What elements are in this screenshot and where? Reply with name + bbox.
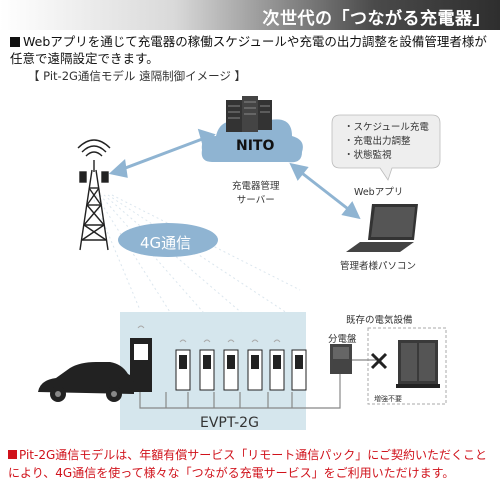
webapp-label: Webアプリ (354, 187, 404, 198)
footnote: Pit-2G通信モデルは、年額有償サービス「リモート通信パック」にご契約いただく… (8, 446, 496, 482)
intro-paragraph: Webアプリを通じて充電器の稼働スケジュールや充電の出力調整を設備管理者様が任意… (10, 34, 487, 66)
server-label: 充電器管理 サーバー (232, 178, 280, 206)
charger-unit (199, 339, 215, 391)
function-bubble (331, 114, 441, 181)
charger-unit (269, 339, 285, 391)
not-needed-label: 増強不要 (374, 395, 402, 403)
function-list: ・スケジュール充電 ・充電出力調整 ・状態監視 (344, 121, 429, 163)
signal-beams (91, 194, 301, 321)
function-item: ・状態監視 (344, 150, 392, 161)
intro-text: Webアプリを通じて充電器の稼働スケジュールや充電の出力調整を設備管理者様が任意… (10, 33, 492, 67)
server-logo: NITO (236, 138, 275, 154)
server-label-line2: サーバー (236, 195, 275, 206)
charger-unit (291, 349, 307, 391)
existing-equipment-box (367, 327, 447, 405)
charger-main (130, 325, 152, 392)
panel-label: 分電盤 (328, 334, 357, 345)
charger-unit (247, 339, 263, 391)
charger-unit (175, 339, 191, 391)
tower-server-arrow (108, 128, 216, 178)
cell-tower-icon (77, 139, 111, 251)
pc-label: 管理者様パソコン (340, 261, 417, 272)
square-bullet-icon (10, 37, 20, 47)
car-icon (38, 362, 134, 402)
footnote-text: Pit-2G通信モデルは、年額有償サービス「リモート通信パック」にご契約いただく… (8, 448, 488, 480)
charger-group-label: EVPT-2G (200, 415, 259, 431)
cross-icon (370, 352, 388, 370)
function-item: ・スケジュール充電 (344, 122, 429, 133)
existing-equipment-label: 既存の電気設備 (346, 315, 413, 326)
cubicle-equipment-icon (396, 340, 440, 388)
server-label-line1: 充電器管理 (232, 181, 280, 192)
red-square-bullet-icon (8, 450, 17, 459)
laptop-icon (346, 204, 418, 252)
network-cloud (118, 223, 218, 257)
charger-unit (223, 339, 239, 391)
server-pc-arrow (289, 162, 361, 220)
function-item: ・充電出力調整 (344, 136, 411, 147)
network-label: 4G通信 (140, 234, 192, 252)
title-bar: 次世代の「つながる充電器」 (0, 0, 500, 30)
server-cloud (201, 96, 303, 163)
diagram-title: 【 Pit-2G通信モデル 遠隔制御イメージ 】 (28, 69, 246, 83)
distribution-panel-icon (330, 344, 352, 374)
page-title: 次世代の「つながる充電器」 (262, 9, 490, 29)
